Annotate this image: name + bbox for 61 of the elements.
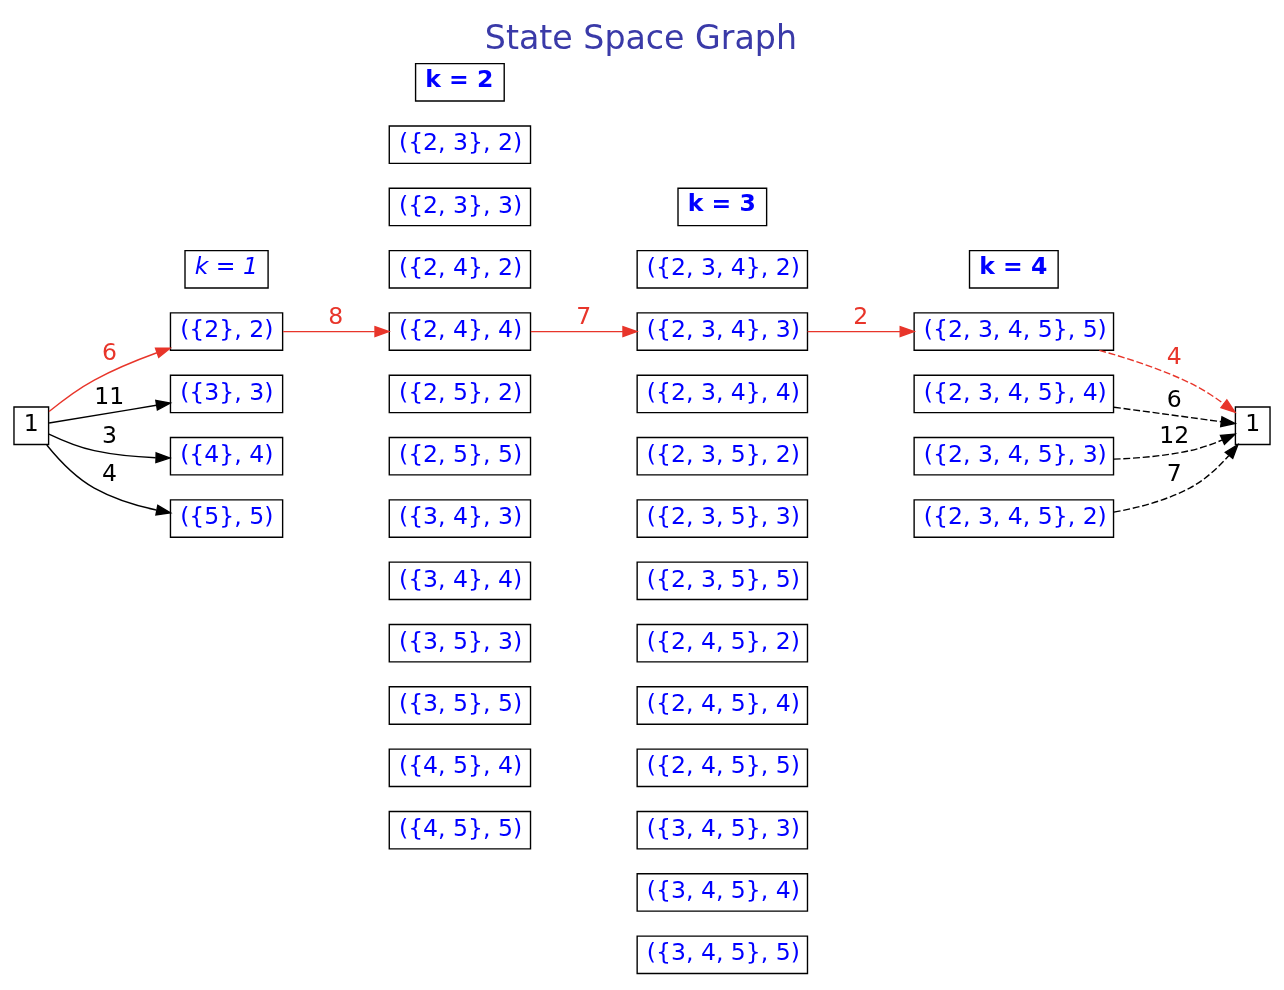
- node-box: ({2, 3, 4}, 2): [636, 249, 809, 289]
- node-box: k = 4: [968, 249, 1059, 289]
- node-box: ({3, 5}, 5): [388, 686, 532, 725]
- arrow: [282, 325, 391, 338]
- node-box: ({4, 5}, 4): [388, 748, 532, 788]
- node-box: ({2, 3, 5}, 3): [636, 499, 809, 538]
- node-box: ({2, 3, 4}, 3): [636, 312, 809, 351]
- arrow: [48, 399, 173, 424]
- edge-label: 7: [1166, 458, 1182, 487]
- edge-label: 12: [1159, 421, 1190, 450]
- node-box: ({3, 4}, 3): [388, 499, 532, 538]
- edge-label: 11: [94, 382, 125, 411]
- node-box: ({2, 3, 4}, 4): [636, 374, 809, 414]
- node-box: ({2, 3, 5}, 2): [636, 436, 809, 476]
- arrow: [530, 325, 639, 338]
- node-box: ({2}, 2): [169, 312, 284, 351]
- node-box: k = 2: [414, 62, 505, 102]
- node-box: ({2, 3}, 2): [388, 125, 532, 164]
- edge-label: 6: [1166, 385, 1182, 414]
- node-box: ({4, 5}, 5): [388, 810, 532, 850]
- node-box: ({5}, 5): [169, 499, 284, 538]
- node-box: ({3, 4, 5}, 4): [636, 873, 809, 912]
- node-box: k = 3: [677, 187, 768, 227]
- node-box: 1: [13, 406, 50, 446]
- node-box: ({2, 4, 5}, 2): [636, 623, 809, 663]
- node-box: ({3}, 3): [169, 374, 284, 414]
- edge-label: 3: [101, 421, 117, 450]
- arrow: [46, 444, 173, 516]
- node-box: ({2, 3, 4, 5}, 4): [913, 374, 1115, 414]
- node-box: ({2, 3, 4, 5}, 5): [913, 312, 1115, 351]
- node-box: ({2, 4}, 4): [388, 312, 532, 351]
- node-box: ({2, 5}, 5): [388, 436, 532, 476]
- node-box: 1: [1234, 406, 1271, 446]
- node-box: k = 1: [184, 249, 269, 289]
- arrow: [1113, 406, 1238, 428]
- node-box: ({2, 3}, 3): [388, 187, 532, 227]
- node-box: ({2, 3, 4, 5}, 2): [913, 499, 1115, 538]
- arrow: [48, 347, 173, 413]
- node-box: ({2, 5}, 2): [388, 374, 532, 414]
- node-box: ({3, 4, 5}, 5): [636, 935, 809, 975]
- edge-label: 8: [328, 302, 344, 331]
- node-box: ({2, 3, 5}, 5): [636, 561, 809, 601]
- edge-label: 7: [576, 302, 592, 331]
- edge-label: 6: [101, 338, 117, 367]
- node-box: ({2, 4, 5}, 5): [636, 748, 809, 788]
- arrow: [48, 433, 172, 464]
- node-box: ({2, 3, 4, 5}, 3): [913, 436, 1115, 476]
- edge-label: 4: [1166, 342, 1182, 371]
- node-box: ({3, 4}, 4): [388, 561, 532, 601]
- node-box: ({3, 4, 5}, 3): [636, 810, 809, 850]
- diagram-title: State Space Graph: [484, 17, 798, 57]
- node-box: ({4}, 4): [169, 436, 284, 476]
- arrow: [1113, 433, 1237, 460]
- node-box: ({2, 4}, 2): [388, 249, 532, 289]
- edge-label: 4: [101, 458, 117, 487]
- node-box: ({3, 5}, 3): [388, 623, 532, 663]
- node-box: ({2, 4, 5}, 4): [636, 686, 809, 725]
- arrow: [806, 325, 917, 338]
- arrow: [1113, 443, 1240, 513]
- arrow: [1098, 349, 1237, 414]
- edge-label: 2: [853, 302, 869, 331]
